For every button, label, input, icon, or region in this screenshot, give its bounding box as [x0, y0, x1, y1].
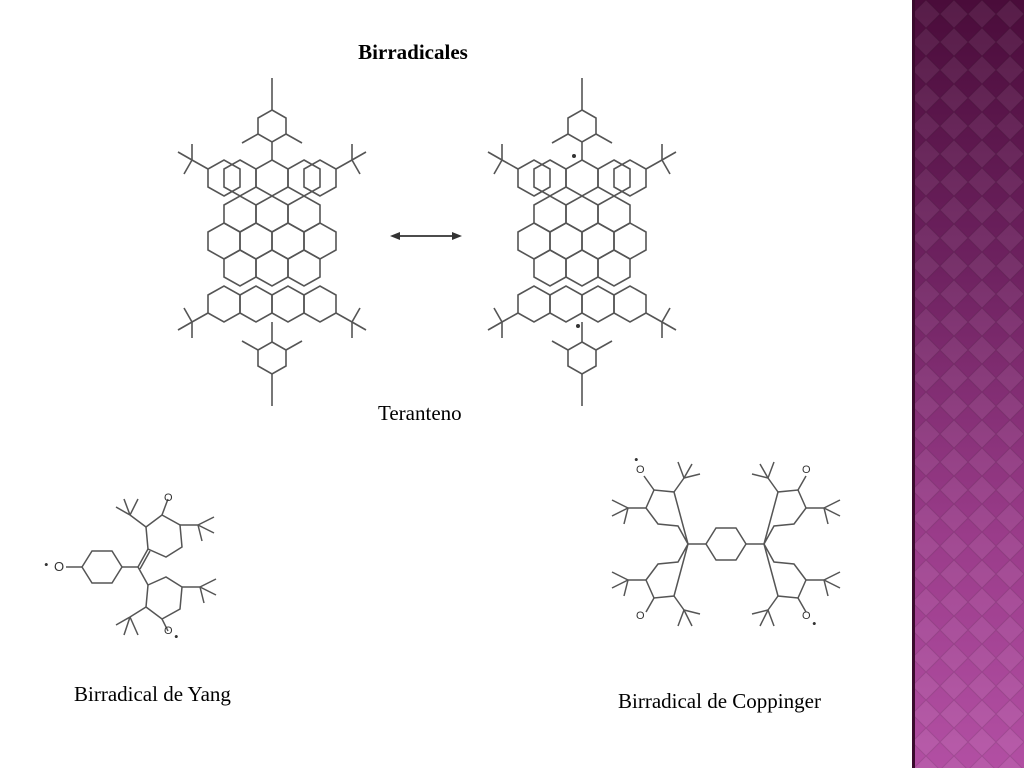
caption-yang: Birradical de Yang — [74, 682, 231, 706]
caption-teranteno: Teranteno — [378, 401, 462, 425]
yang-oxygen-label-left: O — [54, 559, 64, 574]
caption-coppinger: Birradical de Coppinger — [618, 689, 821, 713]
yang-biradical-structure: O O • O • — [44, 485, 230, 655]
yang-radical-dot-bottom: • — [174, 629, 179, 644]
diamond-pattern — [912, 0, 1024, 768]
coppinger-oxygen-bottom-right: O — [802, 610, 811, 622]
teranteno-structure-left — [172, 70, 372, 415]
yang-oxygen-label-bottom: O — [164, 625, 173, 637]
side-band-edge — [912, 0, 915, 768]
yang-oxygen-label-top: O — [164, 492, 173, 504]
coppinger-radical-dot-bottom-right: • — [812, 616, 817, 631]
yang-radical-dot-left: • — [44, 557, 49, 572]
coppinger-oxygen-bottom-left: O — [636, 610, 645, 622]
resonance-arrow — [388, 228, 464, 249]
teranteno-structure-right — [482, 70, 682, 415]
coppinger-radical-dot-top-left: • — [634, 452, 639, 467]
decorative-side-band — [912, 0, 1024, 768]
slide-title: Birradicales — [358, 40, 468, 64]
coppinger-oxygen-top-right: O — [802, 464, 811, 476]
coppinger-biradical-structure: O • O O O • — [596, 452, 856, 642]
coppinger-oxygen-top-left: O — [636, 464, 645, 476]
